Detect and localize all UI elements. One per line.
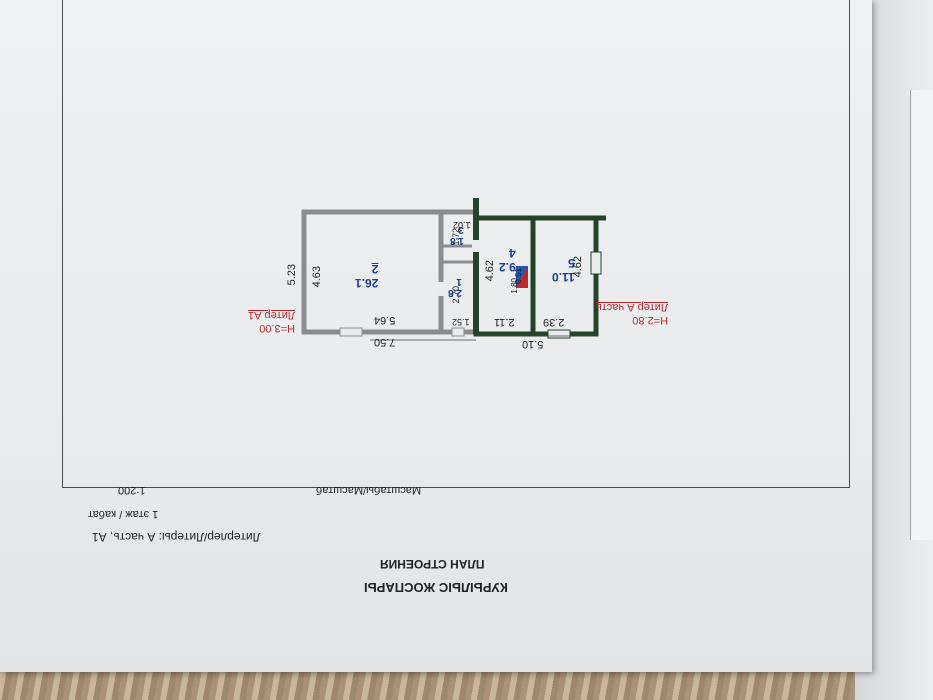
floor-line: 1 этаж / кабат	[88, 508, 159, 520]
title-ru: ПЛАН СТРОЕНИЯ	[380, 557, 485, 571]
dim-total-width-a: 5.10	[522, 338, 544, 350]
dim-room4-height: 4.62	[484, 260, 496, 282]
dim-closet-height: 1.72	[451, 228, 461, 246]
liter-line: Литерлер/Литеры: А часть, А1	[92, 530, 261, 544]
floor-plan	[301, 198, 606, 341]
scale-label: Масштабы/Масштаб	[316, 484, 422, 496]
stair-symbol	[516, 266, 528, 288]
dim-total-width-a1: 7.50	[374, 336, 396, 348]
drawing-frame	[62, 0, 850, 488]
dim-outer-height-a1: 5.23	[286, 264, 298, 286]
dim-corridor-height: 2.70	[451, 286, 461, 304]
liter-a-walls	[472, 198, 606, 339]
dim-closet-width: 1.02	[453, 220, 471, 230]
dim-stair-b: 1.80	[510, 278, 519, 294]
title-kz: КУРЫЛЫС ЖОСПАРЫ	[364, 580, 508, 595]
dim-corridor-width: 1.52	[452, 317, 470, 327]
liter-a1-walls	[301, 209, 479, 337]
scale-value: 1:200	[118, 484, 146, 496]
dim-room2-height: 4.63	[311, 266, 323, 288]
second-sheet-edge	[910, 90, 933, 540]
dim-room5-width: 2.39	[543, 316, 565, 328]
dim-room2-width: 5.64	[374, 314, 396, 326]
dim-room5-height: 4.62	[572, 256, 584, 278]
dim-room4-width: 2.11	[494, 316, 515, 328]
